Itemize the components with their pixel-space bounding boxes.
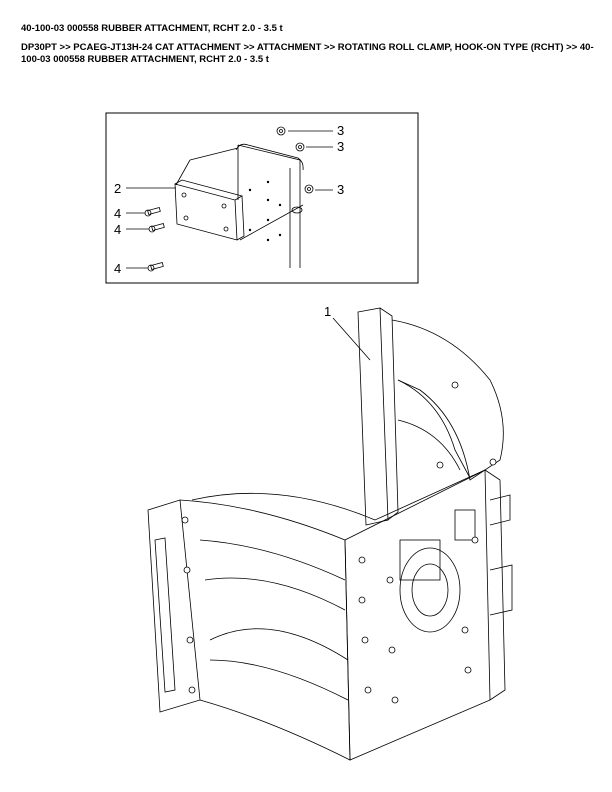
callout-4: 4 bbox=[114, 261, 121, 276]
page-title: 40-100-03 000558 RUBBER ATTACHMENT, RCHT… bbox=[21, 23, 283, 34]
breadcrumb-separator: >> bbox=[324, 42, 338, 53]
callout-3: 3 bbox=[337, 139, 344, 154]
callout-3: 3 bbox=[337, 182, 344, 197]
callout-4: 4 bbox=[114, 206, 121, 221]
breadcrumb-item[interactable]: ATTACHMENT bbox=[256, 42, 322, 53]
breadcrumb-item[interactable]: PCAEG-JT13H-24 CAT ATTACHMENT bbox=[73, 42, 241, 53]
breadcrumb-separator: >> bbox=[59, 42, 74, 53]
callout-3: 3 bbox=[337, 123, 344, 138]
callout-2: 2 bbox=[114, 181, 121, 196]
nut-icon bbox=[276, 126, 286, 136]
breadcrumb-separator: >> bbox=[566, 42, 580, 53]
breadcrumb-item: 40-100-03 000558 RUBBER ATTACHMENT, RCHT… bbox=[21, 42, 594, 65]
breadcrumb-separator: >> bbox=[243, 42, 257, 53]
inset-detail bbox=[105, 112, 419, 284]
callout-1: 1 bbox=[324, 304, 331, 319]
rotating-roll-clamp-drawing bbox=[147, 307, 513, 761]
callout-4: 4 bbox=[114, 222, 121, 237]
bolt-icon bbox=[148, 223, 165, 233]
breadcrumb-item[interactable]: ROTATING ROLL CLAMP, HOOK-ON TYPE (RCHT) bbox=[337, 42, 564, 53]
nut-icon bbox=[295, 142, 305, 152]
bolt-icon bbox=[147, 262, 164, 272]
breadcrumb-item[interactable]: DP30PT bbox=[21, 42, 57, 53]
breadcrumb: DP30PT >> PCAEG-JT13H-24 CAT ATTACHMENT … bbox=[21, 42, 601, 66]
bolt-icon bbox=[144, 207, 161, 217]
nut-icon bbox=[304, 184, 314, 194]
